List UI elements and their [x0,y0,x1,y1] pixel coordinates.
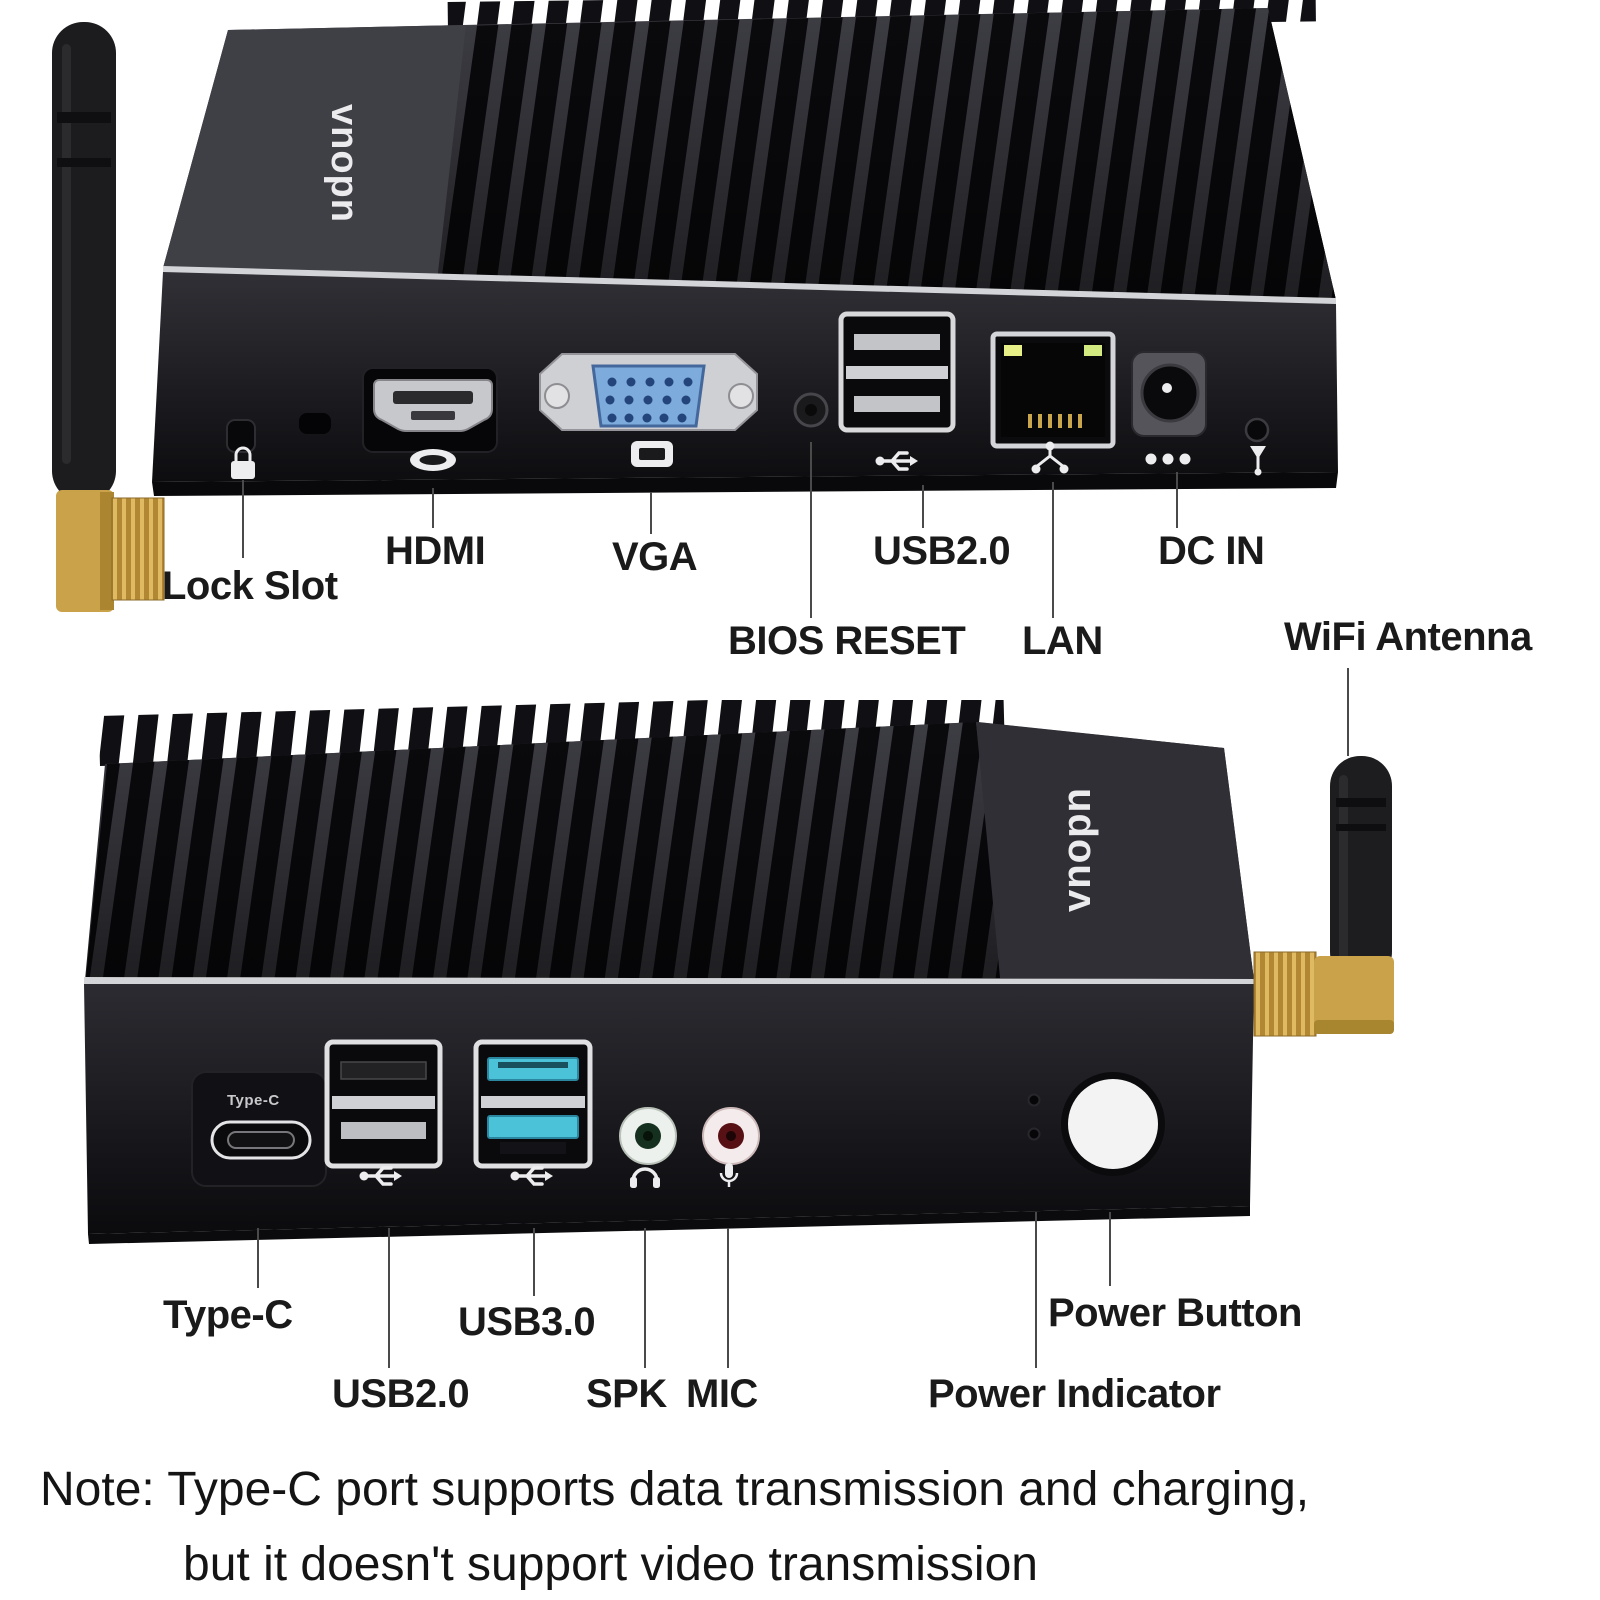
callout-line-usb2-front [388,1228,390,1368]
callout-label-usb2-front: USB2.0 [332,1372,470,1416]
usb-icon [875,451,918,471]
antenna-icon [1250,446,1266,476]
note-text-line2: but it doesn't support video transmissio… [183,1538,1038,1591]
callout-label-type-c: Type-C [163,1293,293,1337]
mic-icon [719,1163,739,1187]
dc-in-jack [1131,351,1207,437]
vga-port [539,353,758,431]
usb-icon [359,1166,402,1186]
callout-line-hdmi [432,488,434,528]
top-device-body: vnopn [152,0,1338,496]
callout-label-hdmi: HDMI [385,529,486,573]
callout-line-wifi-antenna [1347,668,1349,756]
callout-line-dc-in [1176,472,1178,528]
callout-label-spk: SPK [586,1372,667,1416]
front-port-icons [359,1163,739,1188]
callout-line-spk [644,1228,646,1368]
type-c-port-label: Type-C [227,1092,280,1109]
callout-line-power-indicator [1035,1212,1037,1368]
callout-label-usb2-rear: USB2.0 [873,529,1011,573]
callout-label-bios-reset: BIOS RESET [728,619,966,663]
wifi-antenna-top [52,22,165,612]
brand-logo-top: vnopn [323,104,365,223]
small-hole [299,413,331,434]
callout-label-dc-in: DC IN [1158,529,1265,573]
callout-line-lock-slot [242,480,244,558]
lock-slot-port [226,419,256,453]
callout-line-usb3 [533,1228,535,1296]
usb2-ports-front [324,1039,443,1169]
spk-jack [619,1107,677,1165]
callout-label-power-indicator: Power Indicator [928,1372,1221,1416]
callout-label-wifi-antenna: WiFi Antenna [1284,615,1532,659]
top-device-photo: vnopn [52,0,1338,612]
usb2-ports-rear [838,311,956,433]
lan-led-left [1004,345,1022,356]
mic-jack [702,1107,760,1165]
callout-line-lan [1052,482,1054,618]
bottom-device-body: vnopn [84,700,1254,1244]
headphone-icon [630,1167,660,1188]
callout-line-power-button [1109,1212,1111,1286]
callout-label-lan: LAN [1022,619,1103,663]
callout-line-usb2 [922,485,924,528]
wifi-antenna-bottom [1253,756,1394,1037]
front-ports: Type-C [191,1039,1165,1187]
hdmi-port [362,367,498,453]
antenna-sma-connector-icon [1314,956,1394,1034]
callout-label-power-button: Power Button [1048,1291,1302,1335]
lan-led-right [1084,345,1102,356]
bottom-device-photo: vnopn Type-C [84,700,1394,1244]
top-smooth-panel [976,722,1254,980]
type-c-port: Type-C [191,1071,327,1187]
dc-power-icon [1145,453,1191,465]
rear-ports [226,311,1270,453]
lock-icon [231,446,255,479]
usb-icon [510,1166,553,1186]
power-button [1061,1072,1165,1176]
hdmi-icon [410,449,456,471]
callout-line-type-c [257,1228,259,1288]
power-indicator-leds [1027,1093,1041,1141]
lan-port [990,331,1116,449]
bios-reset-button [793,392,829,428]
note-text-line1: Note: Type-C port supports data transmis… [40,1463,1310,1516]
rear-port-icons [231,441,1266,479]
callout-label-usb3: USB3.0 [458,1300,596,1344]
callout-line-mic [727,1228,729,1368]
callout-line-vga [650,492,652,534]
callout-label-lock-slot: Lock Slot [162,564,338,608]
lan-icon [1031,441,1069,474]
callout-line-bios-reset [810,442,812,618]
brand-logo-bottom: vnopn [1055,787,1099,912]
silver-edge-bottom [84,977,1254,986]
vga-icon [631,441,673,467]
callout-label-vga: VGA [612,535,698,579]
antenna-sma-connector-icon [56,490,114,612]
top-smooth-panel [163,25,466,290]
callout-label-mic: MIC [686,1372,758,1416]
antenna-connector-hole [1244,417,1270,443]
usb3-ports-front [473,1039,593,1169]
